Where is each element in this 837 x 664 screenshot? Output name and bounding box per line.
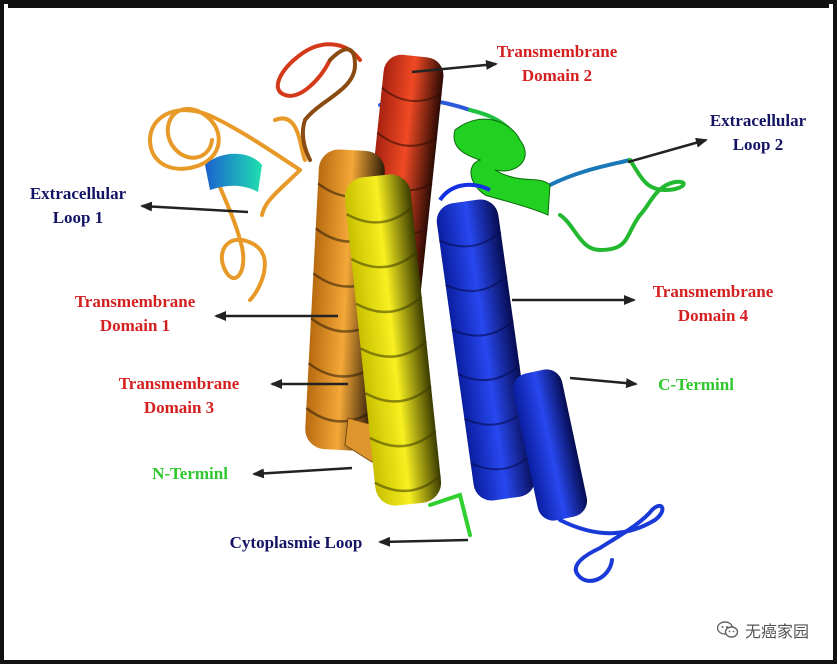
label-n-terminal: N-Terminl xyxy=(152,464,228,483)
label-c-terminal: C-Terminl xyxy=(658,375,734,394)
arrow-el1 xyxy=(140,201,249,214)
label-transmembrane-domain-3: Transmembrane Domain 3 xyxy=(118,374,240,417)
wechat-icon xyxy=(716,621,739,638)
pointer-arrows xyxy=(140,59,708,547)
arrow-tm2 xyxy=(411,59,498,74)
top-loop-coil xyxy=(275,42,362,162)
green-helix-segment xyxy=(453,118,551,216)
tm4-helix xyxy=(436,182,536,501)
label-extracellular-loop-1: Extracellular Loop 1 xyxy=(29,184,127,227)
watermark: 无癌家园 xyxy=(716,618,809,642)
arrow-nterm xyxy=(252,466,353,479)
arrow-el2 xyxy=(627,137,708,164)
label-transmembrane-domain-2: Transmembrane Domain 2 xyxy=(496,42,618,85)
cyan-helix-segment xyxy=(205,153,262,192)
c-terminal-helix xyxy=(512,369,665,583)
extracellular-loop-1-coil xyxy=(147,107,307,302)
label-transmembrane-domain-4: Transmembrane Domain 4 xyxy=(652,282,774,325)
label-transmembrane-domain-1: Transmembrane Domain 1 xyxy=(74,292,196,335)
label-extracellular-loop-2: Extracellular Loop 2 xyxy=(709,111,807,154)
arrow-cterm xyxy=(569,376,638,389)
label-cytoplasmic-loop: Cytoplasmie Loop xyxy=(229,533,363,552)
watermark-text: 无癌家园 xyxy=(744,622,809,641)
arrow-cyto xyxy=(378,536,469,547)
tm3-helix xyxy=(344,174,472,537)
